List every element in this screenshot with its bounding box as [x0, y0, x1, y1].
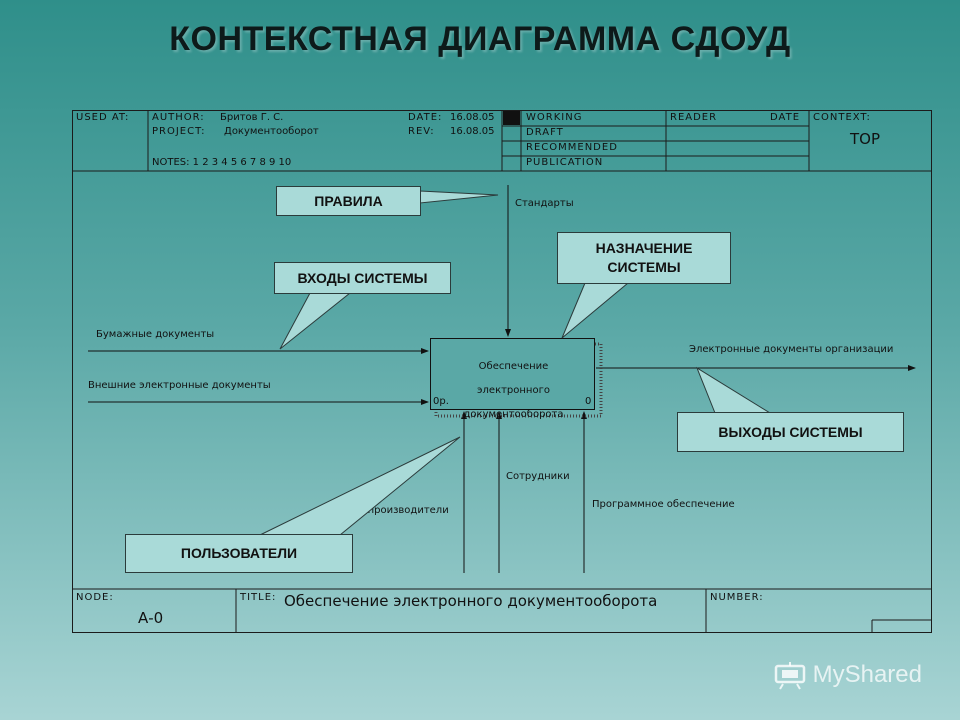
process-box: Обеспечение электронного документооборот…	[430, 338, 595, 420]
date-value: 16.08.05	[450, 112, 495, 123]
context-value: TOP	[850, 130, 881, 148]
mechanism-label-1: Сотрудники	[506, 471, 570, 482]
process-code: 0р.	[433, 396, 449, 407]
process-line-1: Обеспечение	[478, 361, 549, 372]
brand-name: MyShared	[812, 661, 922, 688]
node-value: А-0	[138, 609, 164, 627]
used-at-label: USED AT:	[76, 112, 130, 123]
mechanism-label-3: делопроизводители	[342, 505, 449, 516]
process-label: Обеспечение электронного документооборот…	[431, 349, 596, 433]
callout-purpose: НАЗНАЧЕНИЕ СИСТЕМЫ	[557, 232, 731, 284]
notes: NOTES: 1 2 3 4 5 6 7 8 9 10	[152, 157, 292, 168]
date-label: DATE:	[408, 112, 443, 123]
status-draft: DRAFT	[526, 127, 564, 138]
context-label: CONTEXT:	[813, 112, 871, 123]
rev-value: 16.08.05	[450, 126, 495, 137]
status-publication: PUBLICATION	[526, 157, 604, 168]
process-line-3: документооборота	[463, 409, 564, 420]
input-label-2: Внешние электронные документы	[88, 380, 271, 391]
process-line-2: электронного	[477, 385, 550, 396]
reader-label: READER	[670, 112, 718, 123]
callout-rules: ПРАВИЛА	[276, 186, 421, 216]
input-label-1: Бумажные документы	[96, 329, 215, 340]
reader-date-label: DATE	[770, 112, 801, 123]
rev-label: REV:	[408, 126, 435, 137]
callout-outputs: ВЫХОДЫ СИСТЕМЫ	[677, 412, 904, 452]
callout-users: ПОЛЬЗОВАТЕЛИ	[125, 534, 353, 573]
process-number: 0	[585, 396, 592, 407]
control-label: Стандарты	[515, 198, 574, 209]
output-label: Электронные документы организации	[689, 344, 894, 355]
node-label: NODE:	[76, 592, 114, 603]
number-label: NUMBER:	[710, 592, 764, 603]
brand-watermark: MyShared	[773, 660, 922, 690]
mechanism-label-2: Программное обеспечение	[592, 499, 735, 510]
slide-title: КОНТЕКСТНАЯ ДИАГРАММА СДОУД	[169, 20, 791, 58]
working-marker	[503, 111, 520, 125]
title-value: Обеспечение электронного документооборот…	[284, 592, 658, 610]
callout-inputs: ВХОДЫ СИСТЕМЫ	[274, 262, 451, 294]
author-value: Бритов Г. С.	[220, 112, 284, 123]
status-working: WORKING	[526, 112, 583, 123]
projector-icon	[774, 662, 805, 690]
author-label: AUTHOR:	[152, 112, 205, 123]
title-label: TITLE:	[240, 592, 277, 603]
project-label: PROJECT:	[152, 126, 206, 137]
project-value: Документооборот	[224, 126, 319, 137]
status-recommended: RECOMMENDED	[526, 142, 618, 153]
